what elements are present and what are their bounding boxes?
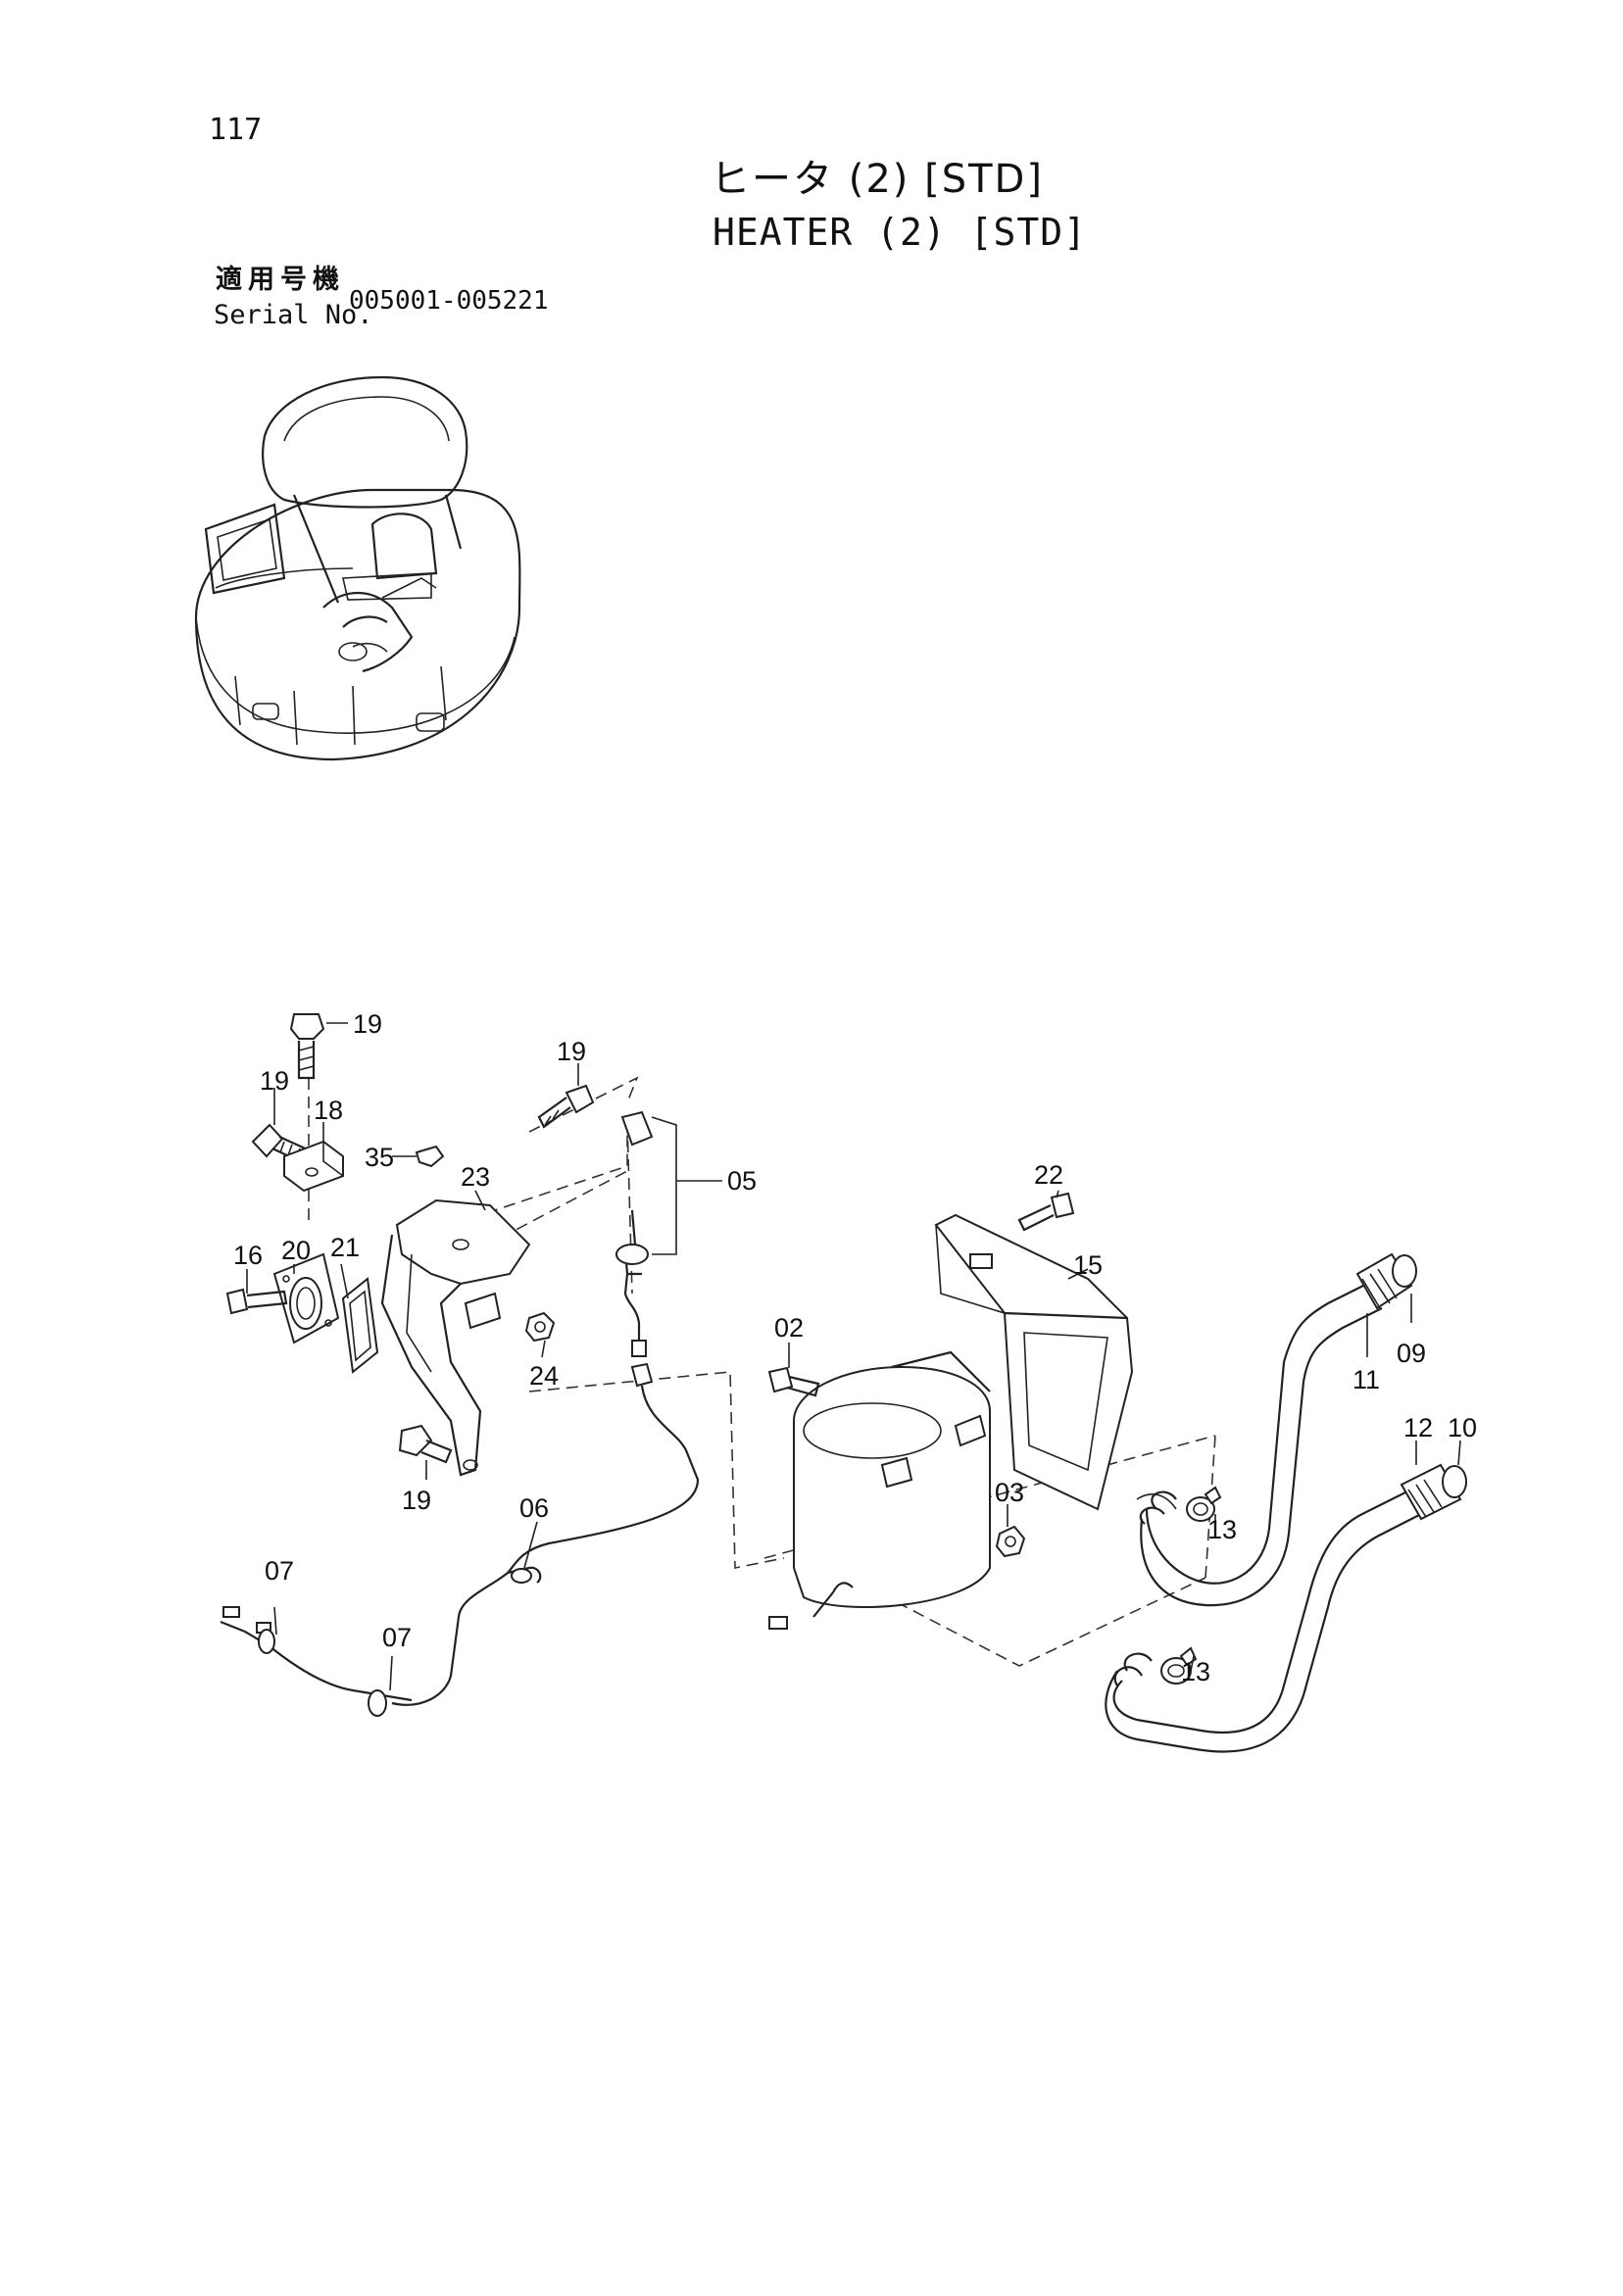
callout-19-center: 19 — [557, 1037, 586, 1066]
part-12-hose — [1105, 1489, 1422, 1753]
callout-03: 03 — [995, 1478, 1024, 1507]
callout-10: 10 — [1448, 1413, 1477, 1442]
part-07-clamp-right — [368, 1655, 393, 1717]
callout-24: 24 — [529, 1361, 559, 1391]
callout-labels: 19 19 18 35 23 19 05 16 20 21 24 19 06 0… — [233, 1009, 1477, 1686]
part-23-bracket-plate — [380, 1198, 531, 1477]
callout-11: 11 — [1352, 1365, 1380, 1394]
part-18-bracket — [283, 1140, 344, 1193]
part-06-harness — [220, 1385, 700, 1706]
callout-22: 22 — [1034, 1160, 1063, 1190]
callout-07-right: 07 — [382, 1623, 412, 1652]
part-19-bolt-top — [289, 1013, 325, 1080]
serial-label-english: Serial No. — [214, 300, 373, 330]
part-09-hose-end — [1355, 1252, 1417, 1310]
page-title-english: HEATER (2) [STD] — [713, 211, 1088, 254]
heater-unit-body — [768, 1350, 991, 1630]
page-number: 117 — [209, 113, 263, 147]
part-19-bolt-lower — [398, 1424, 453, 1464]
part-05-heater-switch — [615, 1110, 654, 1388]
part-19-bolt-center — [537, 1084, 595, 1129]
callout-23: 23 — [461, 1162, 490, 1192]
callout-13-lower: 13 — [1181, 1657, 1210, 1686]
callout-09: 09 — [1397, 1339, 1426, 1368]
callout-07-left: 07 — [265, 1556, 294, 1586]
callout-06: 06 — [519, 1493, 549, 1523]
hose-coil-lower — [1113, 1652, 1153, 1686]
serial-label-japanese: 適用号機 — [216, 265, 345, 295]
part-16-bolt — [225, 1288, 288, 1315]
part-15-duct — [934, 1213, 1134, 1511]
leader-lines — [246, 1122, 1461, 1672]
callout-19-lower: 19 — [402, 1486, 431, 1515]
machine-overview-illustration — [194, 375, 521, 761]
callout-05: 05 — [727, 1166, 757, 1196]
serial-number-range: 005001-005221 — [349, 286, 549, 316]
part-35-tag — [415, 1145, 445, 1168]
part-07-clamp-left — [258, 1606, 277, 1654]
part-03-nut — [995, 1525, 1026, 1558]
callout-35: 35 — [365, 1143, 394, 1172]
part-20-flange — [272, 1252, 340, 1344]
part-02-bolt — [767, 1366, 820, 1397]
callout-12: 12 — [1403, 1413, 1433, 1442]
callout-19-top: 19 — [353, 1009, 382, 1039]
part-05-bracket-line — [651, 1116, 677, 1255]
callout-18: 18 — [314, 1096, 343, 1125]
callout-02: 02 — [774, 1313, 804, 1343]
part-11-hose — [1136, 1283, 1383, 1607]
part-10-hose-end — [1400, 1463, 1467, 1521]
page-title-japanese: ヒータ (2) [STD] — [711, 157, 1044, 202]
callout-15: 15 — [1073, 1250, 1103, 1280]
part-22-bolt — [1017, 1192, 1075, 1232]
hose-coil-upper — [1139, 1490, 1177, 1525]
callout-21: 21 — [330, 1233, 360, 1262]
part-21-gasket — [341, 1277, 379, 1374]
callout-19-left: 19 — [260, 1066, 289, 1096]
callout-13-upper: 13 — [1207, 1515, 1237, 1544]
part-13-clamp-upper — [1186, 1486, 1222, 1522]
callout-16: 16 — [233, 1241, 263, 1270]
part-24-nut — [524, 1311, 556, 1343]
callout-20: 20 — [281, 1236, 311, 1265]
